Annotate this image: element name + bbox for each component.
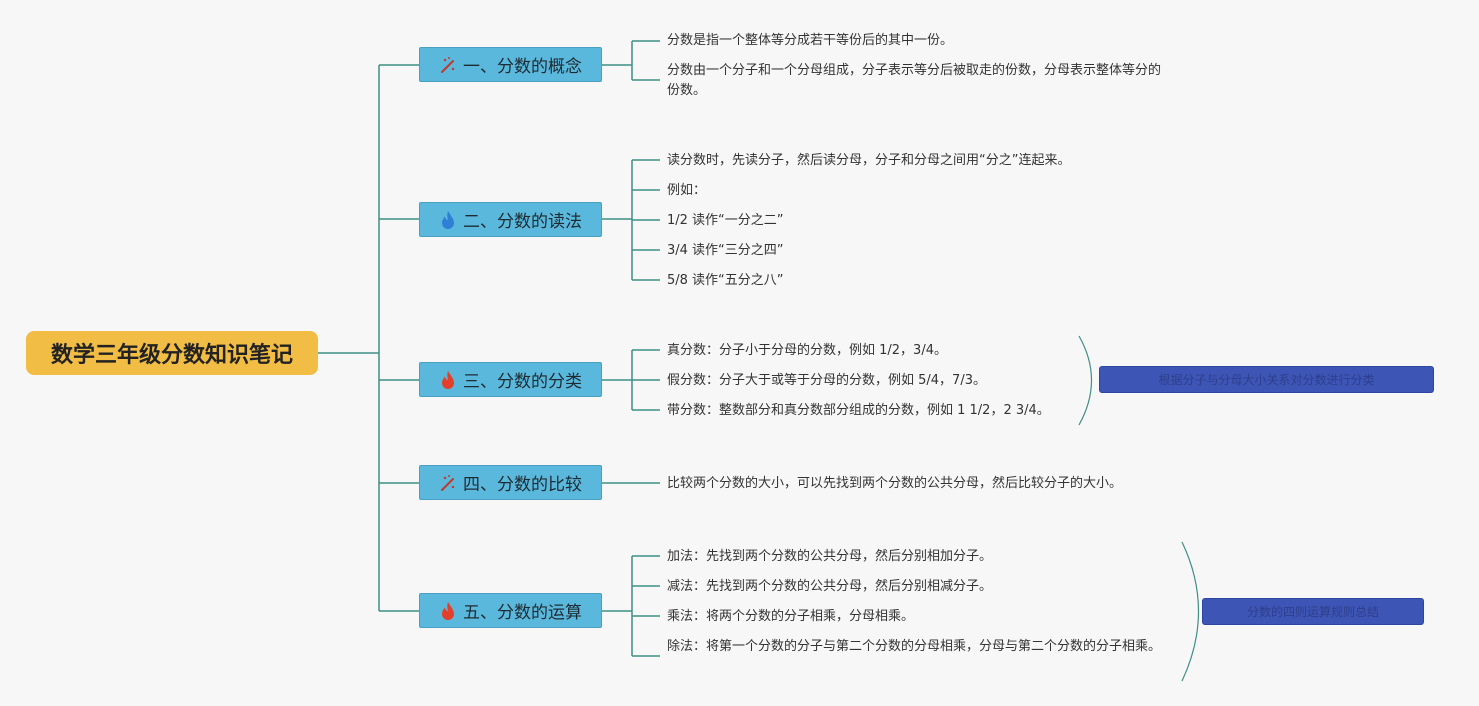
leaf-classification-2[interactable]: 假分数：分子大于或等于分母的分数，例如 5/4，7/3。 <box>667 373 986 388</box>
leaf-operations-3[interactable]: 乘法：将两个分数的分子相乘，分母相乘。 <box>667 609 915 624</box>
branch-concept[interactable]: 一、分数的概念 <box>419 47 602 82</box>
branch-label: 二、分数的读法 <box>463 212 582 232</box>
branch-label: 一、分数的概念 <box>463 57 582 77</box>
leaf-concept-1[interactable]: 分数是指一个整体等分成若干等份后的其中一份。 <box>667 33 954 48</box>
leaf-operations-4[interactable]: 除法：将第一个分数的分子与第二个分数的分母相乘，分母与第二个分数的分子相乘。 <box>667 639 1162 654</box>
flame-blue-icon <box>439 210 457 230</box>
branch-label: 五、分数的运算 <box>463 603 582 623</box>
leaf-comparison-1[interactable]: 比较两个分数的大小，可以先找到两个分数的公共分母，然后比较分子的大小。 <box>667 476 1123 491</box>
leaf-classification-1[interactable]: 真分数：分子小于分母的分数，例如 1/2，3/4。 <box>667 343 947 358</box>
root-topic[interactable]: 数学三年级分数知识笔记 <box>26 331 318 375</box>
branch-label: 三、分数的分类 <box>463 372 582 392</box>
summary-brace-classify <box>1078 335 1093 426</box>
flame-red-icon <box>439 370 457 390</box>
leaf-reading-1[interactable]: 读分数时，先读分子，然后读分母，分子和分母之间用“分之”连起来。 <box>667 153 1071 168</box>
leaf-operations-2[interactable]: 减法：先找到两个分数的公共分母，然后分别相减分子。 <box>667 579 993 594</box>
branch-reading[interactable]: 二、分数的读法 <box>419 202 602 237</box>
branch-operations[interactable]: 五、分数的运算 <box>419 593 602 628</box>
leaf-reading-2[interactable]: 例如： <box>667 183 707 198</box>
wand-icon <box>439 55 457 75</box>
leaf-classification-3[interactable]: 带分数：整数部分和真分数部分组成的分数，例如 1 1/2，2 3/4。 <box>667 403 1050 418</box>
leaf-concept-2[interactable]: 分数由一个分子和一个分母组成，分子表示等分后被取走的份数，分母表示整体等分的份数… <box>667 63 1162 98</box>
leaf-reading-3[interactable]: 1/2 读作“一分之二” <box>667 213 784 228</box>
branch-classification[interactable]: 三、分数的分类 <box>419 362 602 397</box>
summary-note-classification[interactable]: 根据分子与分母大小关系对分数进行分类 <box>1099 366 1434 393</box>
wand-icon <box>439 473 457 493</box>
summary-note-operations[interactable]: 分数的四则运算规则总结 <box>1202 598 1424 625</box>
branch-label: 四、分数的比较 <box>463 475 582 495</box>
summary-brace-ops <box>1181 541 1200 682</box>
flame-red-icon <box>439 601 457 621</box>
leaf-reading-5[interactable]: 5/8 读作“五分之八” <box>667 273 784 288</box>
leaf-operations-1[interactable]: 加法：先找到两个分数的公共分母，然后分别相加分子。 <box>667 549 993 564</box>
leaf-reading-4[interactable]: 3/4 读作“三分之四” <box>667 243 784 258</box>
branch-comparison[interactable]: 四、分数的比较 <box>419 465 602 500</box>
